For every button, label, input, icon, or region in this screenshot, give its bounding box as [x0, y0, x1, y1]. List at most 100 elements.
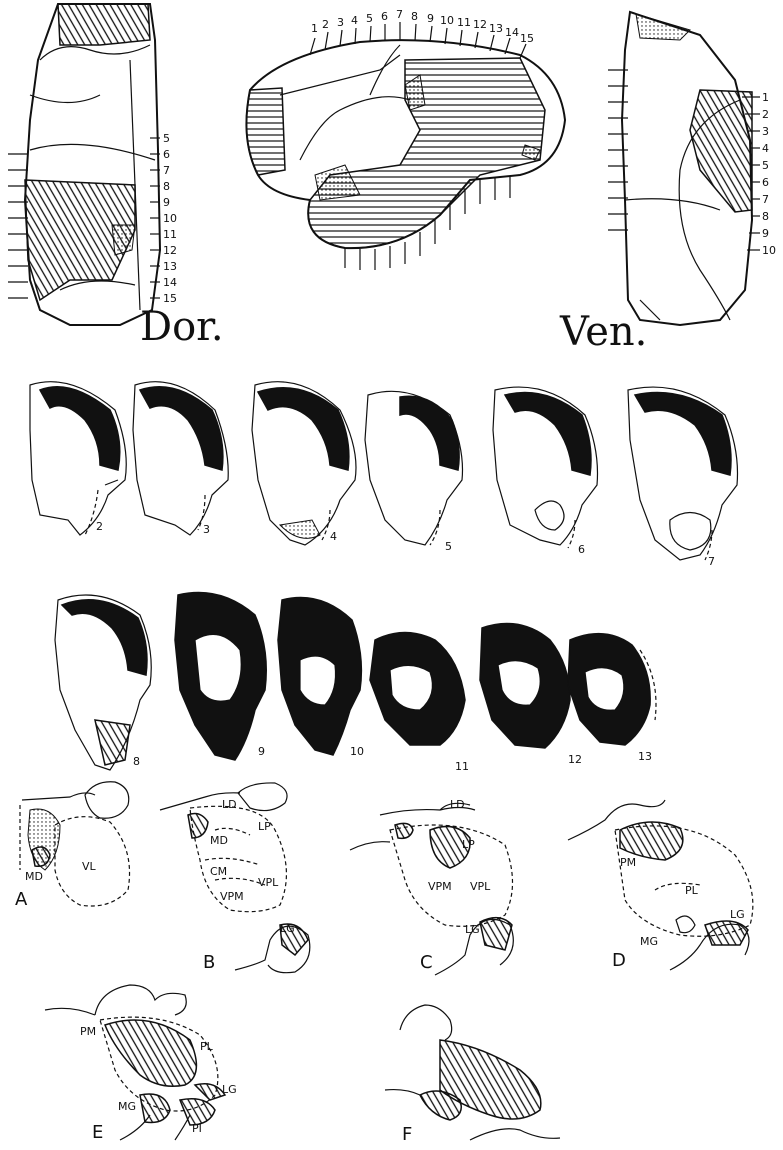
section-number: 10	[350, 745, 364, 758]
section-8: 8	[55, 595, 151, 770]
lateral-number: 15	[520, 32, 534, 45]
lateral-number: 11	[457, 16, 471, 29]
dorsal-number: 8	[163, 180, 170, 193]
region-label: VPM	[220, 890, 244, 903]
section-9: 9	[175, 593, 266, 761]
region-label: LG	[280, 922, 295, 935]
region-label: VL	[82, 860, 97, 873]
ventral-number: 2	[762, 108, 769, 121]
region-label: MG	[640, 935, 658, 948]
ventral-number: 10	[762, 244, 776, 257]
lateral-number: 7	[396, 8, 403, 21]
ventral-label: Ven.	[559, 309, 647, 355]
region-label: LD	[450, 798, 465, 811]
section-5: 5	[365, 391, 463, 553]
lateral-number: 2	[322, 18, 329, 31]
panel-letter: C	[420, 952, 433, 973]
lateral-number: 3	[337, 16, 344, 29]
ventral-number: 4	[762, 142, 769, 155]
lateral-number: 12	[473, 18, 487, 31]
dorsal-label: Dor.	[140, 304, 224, 350]
section-number: 8	[133, 755, 140, 768]
region-label: MD	[25, 870, 43, 883]
ventral-number: 1	[762, 91, 769, 104]
section-11: 11	[370, 633, 469, 774]
section-7: 7	[628, 387, 738, 568]
dorsal-number: 13	[163, 260, 177, 273]
ventral-number: 3	[762, 125, 769, 138]
section-12: 12	[480, 624, 582, 766]
lateral-number: 14	[505, 26, 519, 39]
ventral-scale-numbers: 1 2 3 4 5 6 7 8 9 10	[762, 91, 776, 257]
sections-row-2: 8 9 10 11 12 13	[55, 593, 656, 774]
ventral-number: 9	[762, 227, 769, 240]
region-label: PM	[80, 1025, 96, 1038]
thalamus-panel-c: LD LP VPM VPL LG C	[350, 798, 513, 975]
dorsal-number: 14	[163, 276, 177, 289]
panel-letter: B	[203, 952, 215, 973]
region-label: LP	[258, 820, 271, 833]
lateral-number: 5	[366, 12, 373, 25]
region-label: CM	[210, 865, 227, 878]
dorsal-number: 7	[163, 164, 170, 177]
lateral-number: 9	[427, 12, 434, 25]
section-6: 6	[493, 387, 598, 556]
region-label: PI	[192, 1122, 202, 1135]
region-label: VPL	[258, 876, 279, 889]
ventral-number: 5	[762, 159, 769, 172]
region-label: MD	[210, 834, 228, 847]
ventral-number: 8	[762, 210, 769, 223]
section-10: 10	[278, 598, 364, 759]
dorsal-number: 12	[163, 244, 177, 257]
panel-letter: E	[92, 1122, 103, 1143]
section-3: 3	[133, 382, 228, 536]
lateral-number: 8	[411, 10, 418, 23]
section-number: 12	[568, 753, 582, 766]
lateral-number: 10	[440, 14, 454, 27]
lateral-number: 1	[311, 22, 318, 35]
dorsal-number: 5	[163, 132, 170, 145]
dorsal-number: 6	[163, 148, 170, 161]
region-label: LP	[462, 838, 475, 851]
ventral-number: 7	[762, 193, 769, 206]
region-label: LD	[222, 798, 237, 811]
sections-row-1: 2 3 4 5 6	[30, 382, 738, 568]
section-number: 3	[203, 523, 210, 536]
section-number: 7	[708, 555, 715, 568]
section-13: 13	[568, 634, 656, 763]
panel-letter: A	[15, 889, 28, 910]
thalamus-panel-f: F	[385, 1005, 560, 1145]
region-label: LG	[730, 908, 745, 921]
dorsal-number: 11	[163, 228, 177, 241]
section-number: 2	[96, 520, 103, 533]
dorsal-brain-view: 5 6 7 8 9 10 11 12 13 14 15 Dor.	[8, 4, 224, 350]
lateral-number: 4	[351, 14, 358, 27]
section-2: 2	[30, 382, 126, 535]
region-label: PM	[620, 856, 636, 869]
lateral-number: 6	[381, 10, 388, 23]
region-label: PL	[685, 884, 699, 897]
section-number: 9	[258, 745, 265, 758]
dorsal-number: 9	[163, 196, 170, 209]
dorsal-number: 10	[163, 212, 177, 225]
section-number: 4	[330, 530, 337, 543]
section-number: 13	[638, 750, 652, 763]
panel-letter: D	[612, 950, 626, 971]
dorsal-scale-numbers: 5 6 7 8 9 10 11 12 13 14 15	[163, 132, 177, 305]
thalamus-panel-e: PM PL MG LG PI E	[45, 985, 237, 1143]
section-4: 4	[252, 382, 356, 545]
thalamus-panel-a: MD VL A	[15, 782, 130, 910]
section-number: 11	[455, 760, 469, 773]
thalamus-panel-b: LD MD LP CM VPM VPL LG B	[160, 783, 310, 973]
ventral-brain-view: 1 2 3 4 5 6 7 8 9 10 Ven.	[559, 12, 776, 355]
section-number: 5	[445, 540, 452, 553]
thalamus-panel-d: PM PL MG LG D	[568, 800, 753, 971]
lateral-number: 13	[489, 22, 503, 35]
region-label: VPL	[470, 880, 491, 893]
panel-letter: F	[402, 1124, 412, 1145]
region-label: MG	[118, 1100, 136, 1113]
ventral-number: 6	[762, 176, 769, 189]
region-label: LG	[465, 923, 480, 936]
region-label: LG	[222, 1083, 237, 1096]
lateral-scale-numbers: 1 2 3 4 5 6 7 8 9 10 11 12 13 14 15	[311, 8, 534, 45]
